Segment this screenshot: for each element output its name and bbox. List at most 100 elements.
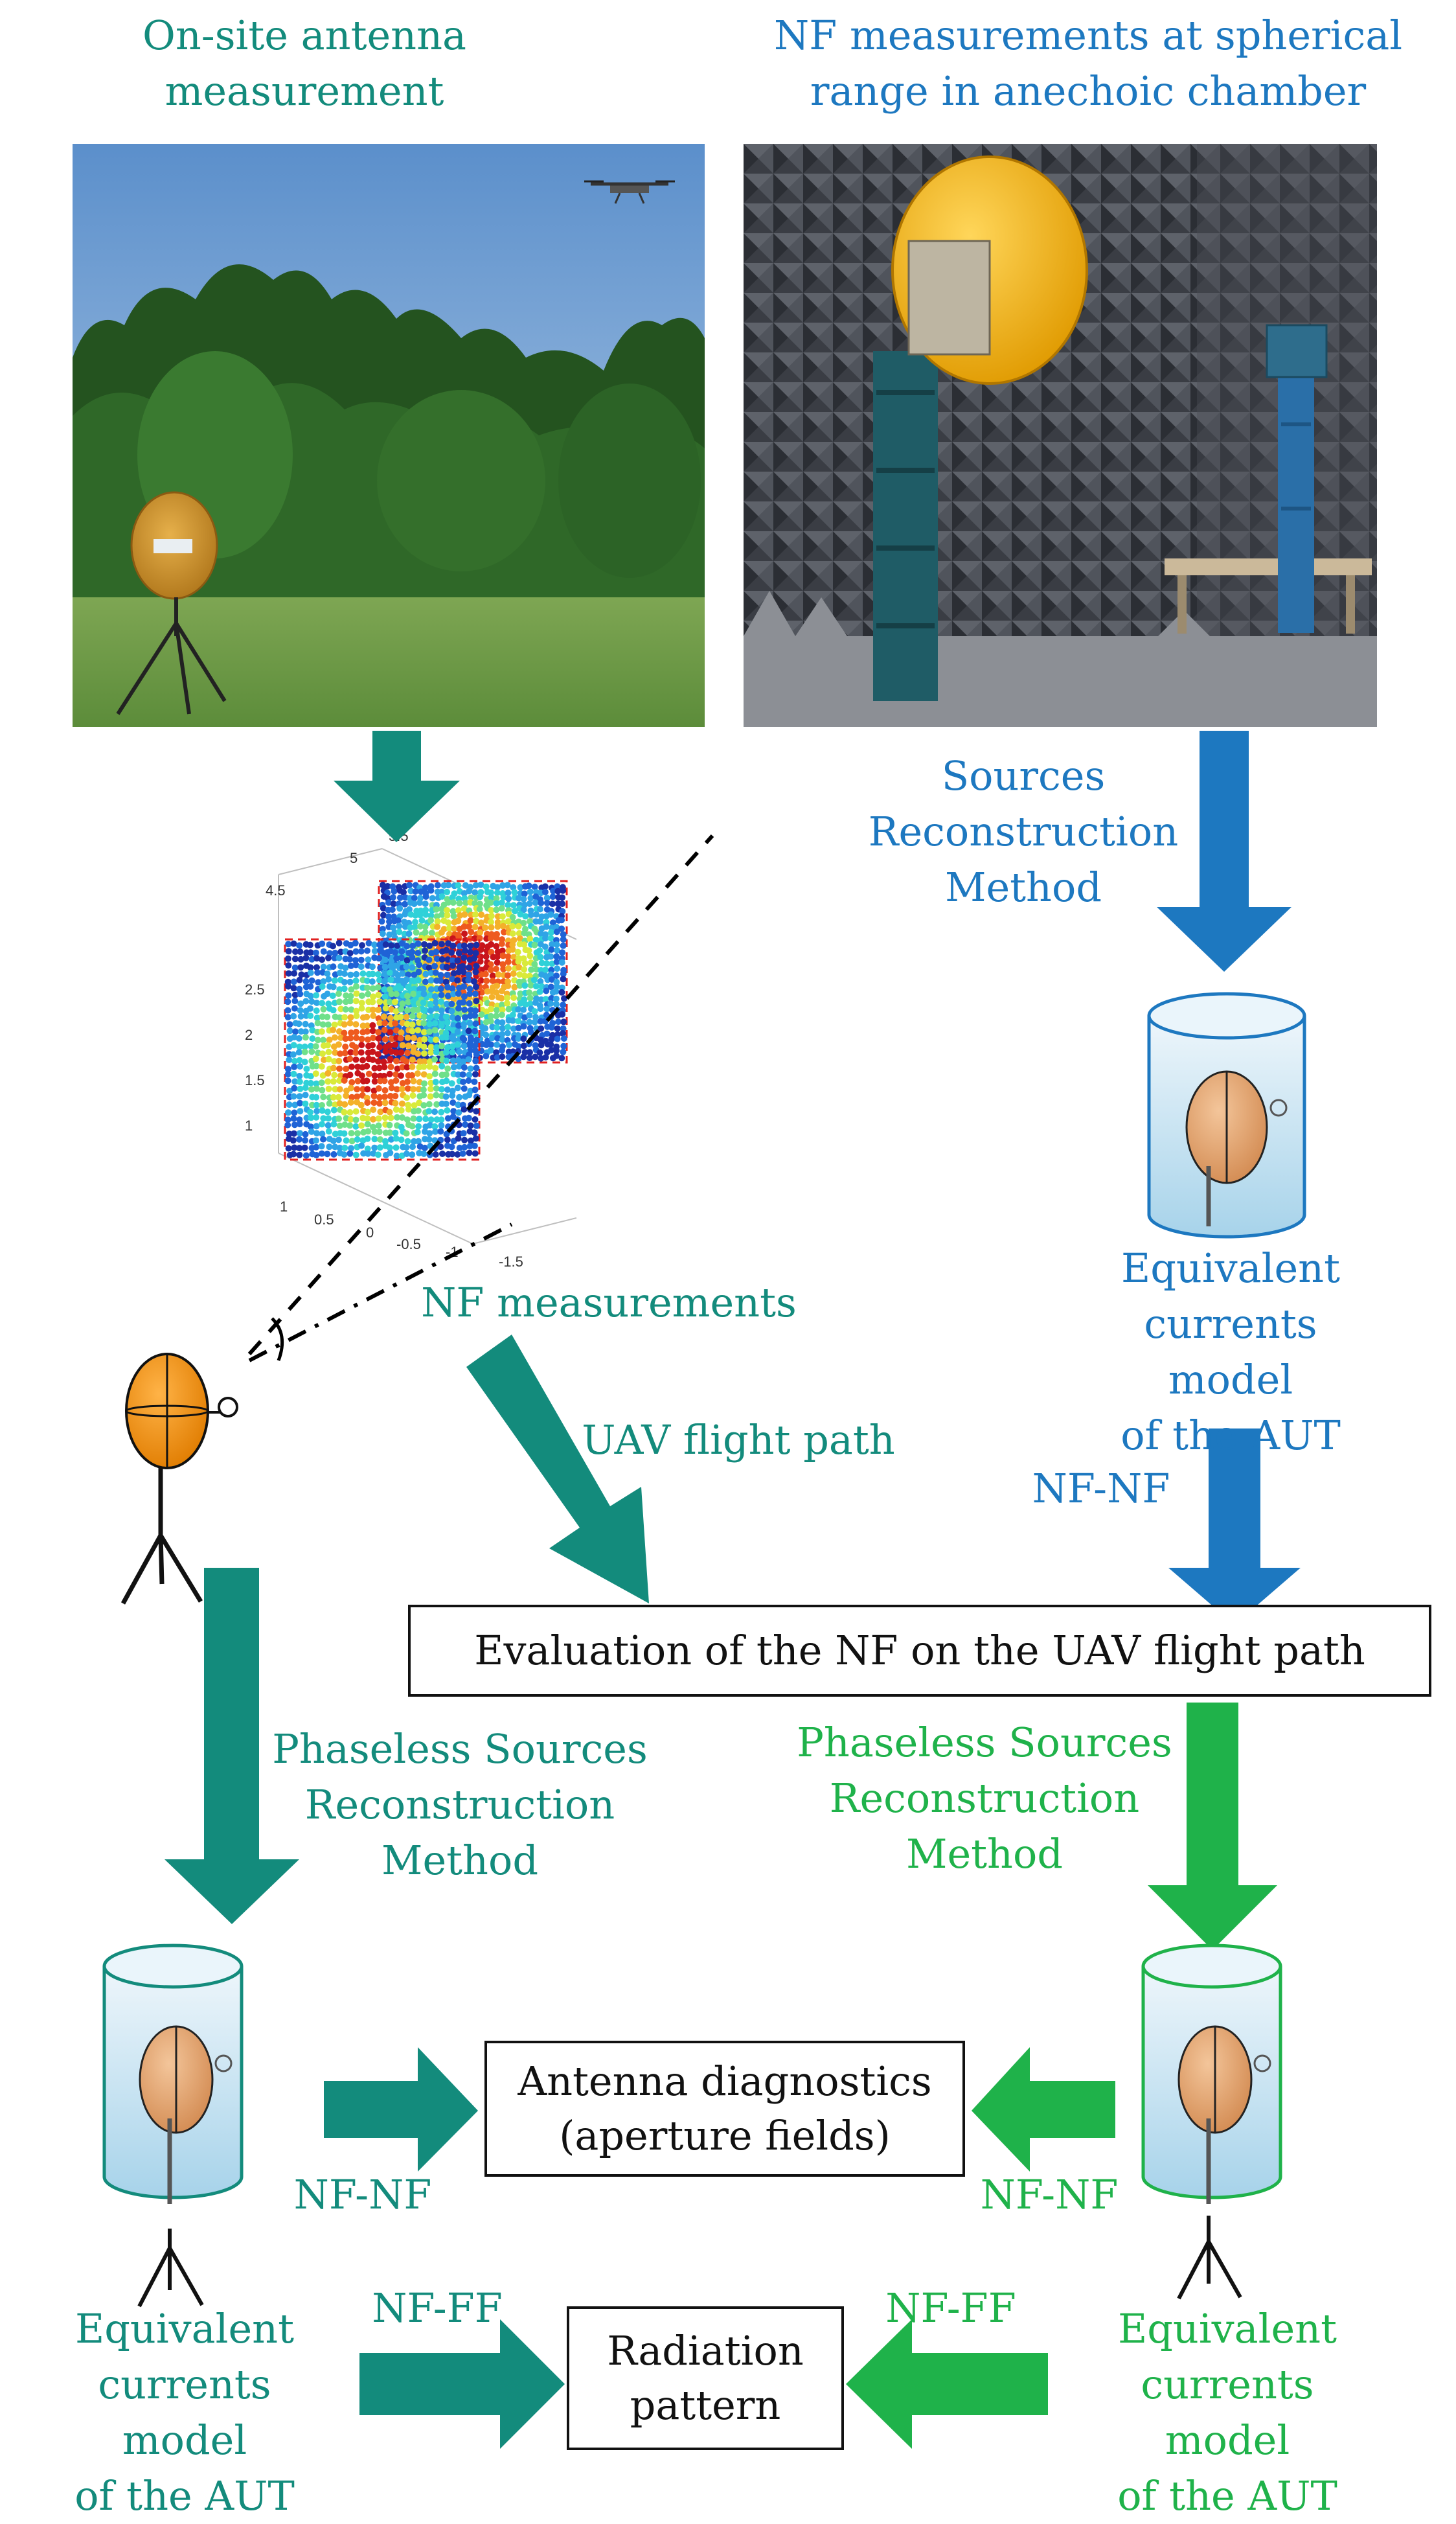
measurement-point <box>397 1035 404 1042</box>
measurement-point <box>493 1013 500 1020</box>
measurement-point <box>438 888 446 895</box>
measurement-point <box>455 1135 462 1142</box>
measurement-point <box>303 1066 310 1072</box>
diagnostics-box: Antenna diagnostics (aperture fields) <box>484 2041 965 2177</box>
measurement-point <box>521 966 528 973</box>
measurement-point <box>364 1022 371 1029</box>
measurement-point <box>386 1121 393 1129</box>
measurement-point <box>420 1071 427 1078</box>
chamber-title: NF measurements at spherical range in an… <box>773 12 1403 115</box>
measurement-point <box>427 887 435 894</box>
measurement-point <box>359 942 365 949</box>
measurement-point <box>399 1114 405 1121</box>
measurement-point <box>347 1049 354 1056</box>
measurement-point <box>295 1035 302 1042</box>
measurement-point <box>466 1092 473 1099</box>
measurement-point <box>559 894 565 901</box>
measurement-point <box>472 1027 479 1035</box>
measurement-point <box>433 1085 440 1092</box>
measurement-point <box>427 1116 435 1123</box>
measurement-point <box>515 958 522 965</box>
measurement-point <box>388 1084 395 1092</box>
measurement-point <box>520 906 527 913</box>
measurement-point <box>341 1029 348 1037</box>
measurement-point <box>341 1077 348 1084</box>
measurement-point <box>494 913 501 920</box>
measurement-point <box>543 1005 551 1013</box>
measurement-point <box>331 1072 338 1079</box>
measurement-point <box>301 1048 308 1055</box>
measurement-point <box>397 1013 404 1020</box>
measurement-point <box>387 1079 394 1086</box>
cylinder-model-icon <box>1147 992 1306 1239</box>
measurement-point <box>392 1135 400 1142</box>
measurement-point <box>521 890 528 897</box>
measurement-point <box>527 981 534 989</box>
bottom-tick-label: 0 <box>366 1224 374 1241</box>
measurement-point <box>412 888 419 895</box>
measurement-point <box>308 1128 315 1135</box>
measurement-point <box>376 998 383 1005</box>
measurement-point <box>431 1070 438 1077</box>
measurement-point <box>285 948 292 955</box>
measurement-point <box>427 1007 434 1014</box>
measurement-point <box>290 1070 297 1077</box>
measurement-point <box>394 942 401 949</box>
measurement-point <box>403 1058 410 1065</box>
measurement-point <box>416 912 424 919</box>
measurement-point <box>461 947 468 954</box>
measurement-point <box>331 1058 338 1065</box>
measurement-point <box>444 1019 451 1026</box>
measurement-point <box>467 943 474 950</box>
measurement-point <box>398 954 405 961</box>
measurement-point <box>560 976 567 983</box>
measurement-point <box>375 1029 382 1036</box>
measurement-point <box>320 948 327 955</box>
measurement-point <box>347 1020 354 1027</box>
measurement-point <box>326 1143 333 1151</box>
measurement-point <box>343 1137 350 1144</box>
measurement-point <box>467 1042 474 1050</box>
measurement-point <box>420 1063 427 1070</box>
measurement-point <box>335 991 342 997</box>
measurement-point <box>358 1005 365 1012</box>
measurement-point <box>291 998 299 1005</box>
measurement-point <box>461 911 468 918</box>
measurement-point <box>352 948 359 955</box>
equivalent-model-bottom-right: Equivalent currents model of the AUT <box>1117 2305 1337 2519</box>
measurement-point <box>352 939 359 946</box>
measurement-point <box>449 1043 456 1050</box>
measurement-point <box>427 917 435 924</box>
measurement-point <box>450 1108 457 1115</box>
measurement-point <box>336 1144 343 1151</box>
measurement-point <box>290 1042 297 1049</box>
measurement-point <box>301 1043 308 1050</box>
measurement-point <box>461 1136 468 1143</box>
measurement-point <box>396 905 404 912</box>
measurement-point <box>488 948 495 956</box>
measurement-point <box>348 1130 355 1137</box>
measurement-point <box>533 911 540 918</box>
measurement-point <box>291 1121 298 1129</box>
measurement-point <box>466 888 473 895</box>
measurement-point <box>332 1143 339 1151</box>
measurement-point <box>358 1072 365 1079</box>
measurement-point <box>409 954 416 961</box>
measurement-point <box>532 899 539 906</box>
measurement-point <box>422 1116 429 1123</box>
measurement-point <box>301 1059 308 1066</box>
measurement-point <box>392 1099 399 1107</box>
measurement-point <box>381 1094 388 1101</box>
measurement-point <box>445 919 452 926</box>
measurement-point <box>363 1013 370 1020</box>
measurement-point <box>415 1027 422 1034</box>
measurement-point <box>438 1007 445 1015</box>
measurement-point <box>536 1049 543 1056</box>
measurement-point <box>438 1108 445 1116</box>
measurement-point <box>319 940 326 947</box>
measurement-point <box>365 939 372 946</box>
measurement-point <box>482 970 489 978</box>
measurement-point <box>537 1005 544 1013</box>
measurement-point <box>501 928 507 935</box>
measurement-point <box>553 928 560 935</box>
